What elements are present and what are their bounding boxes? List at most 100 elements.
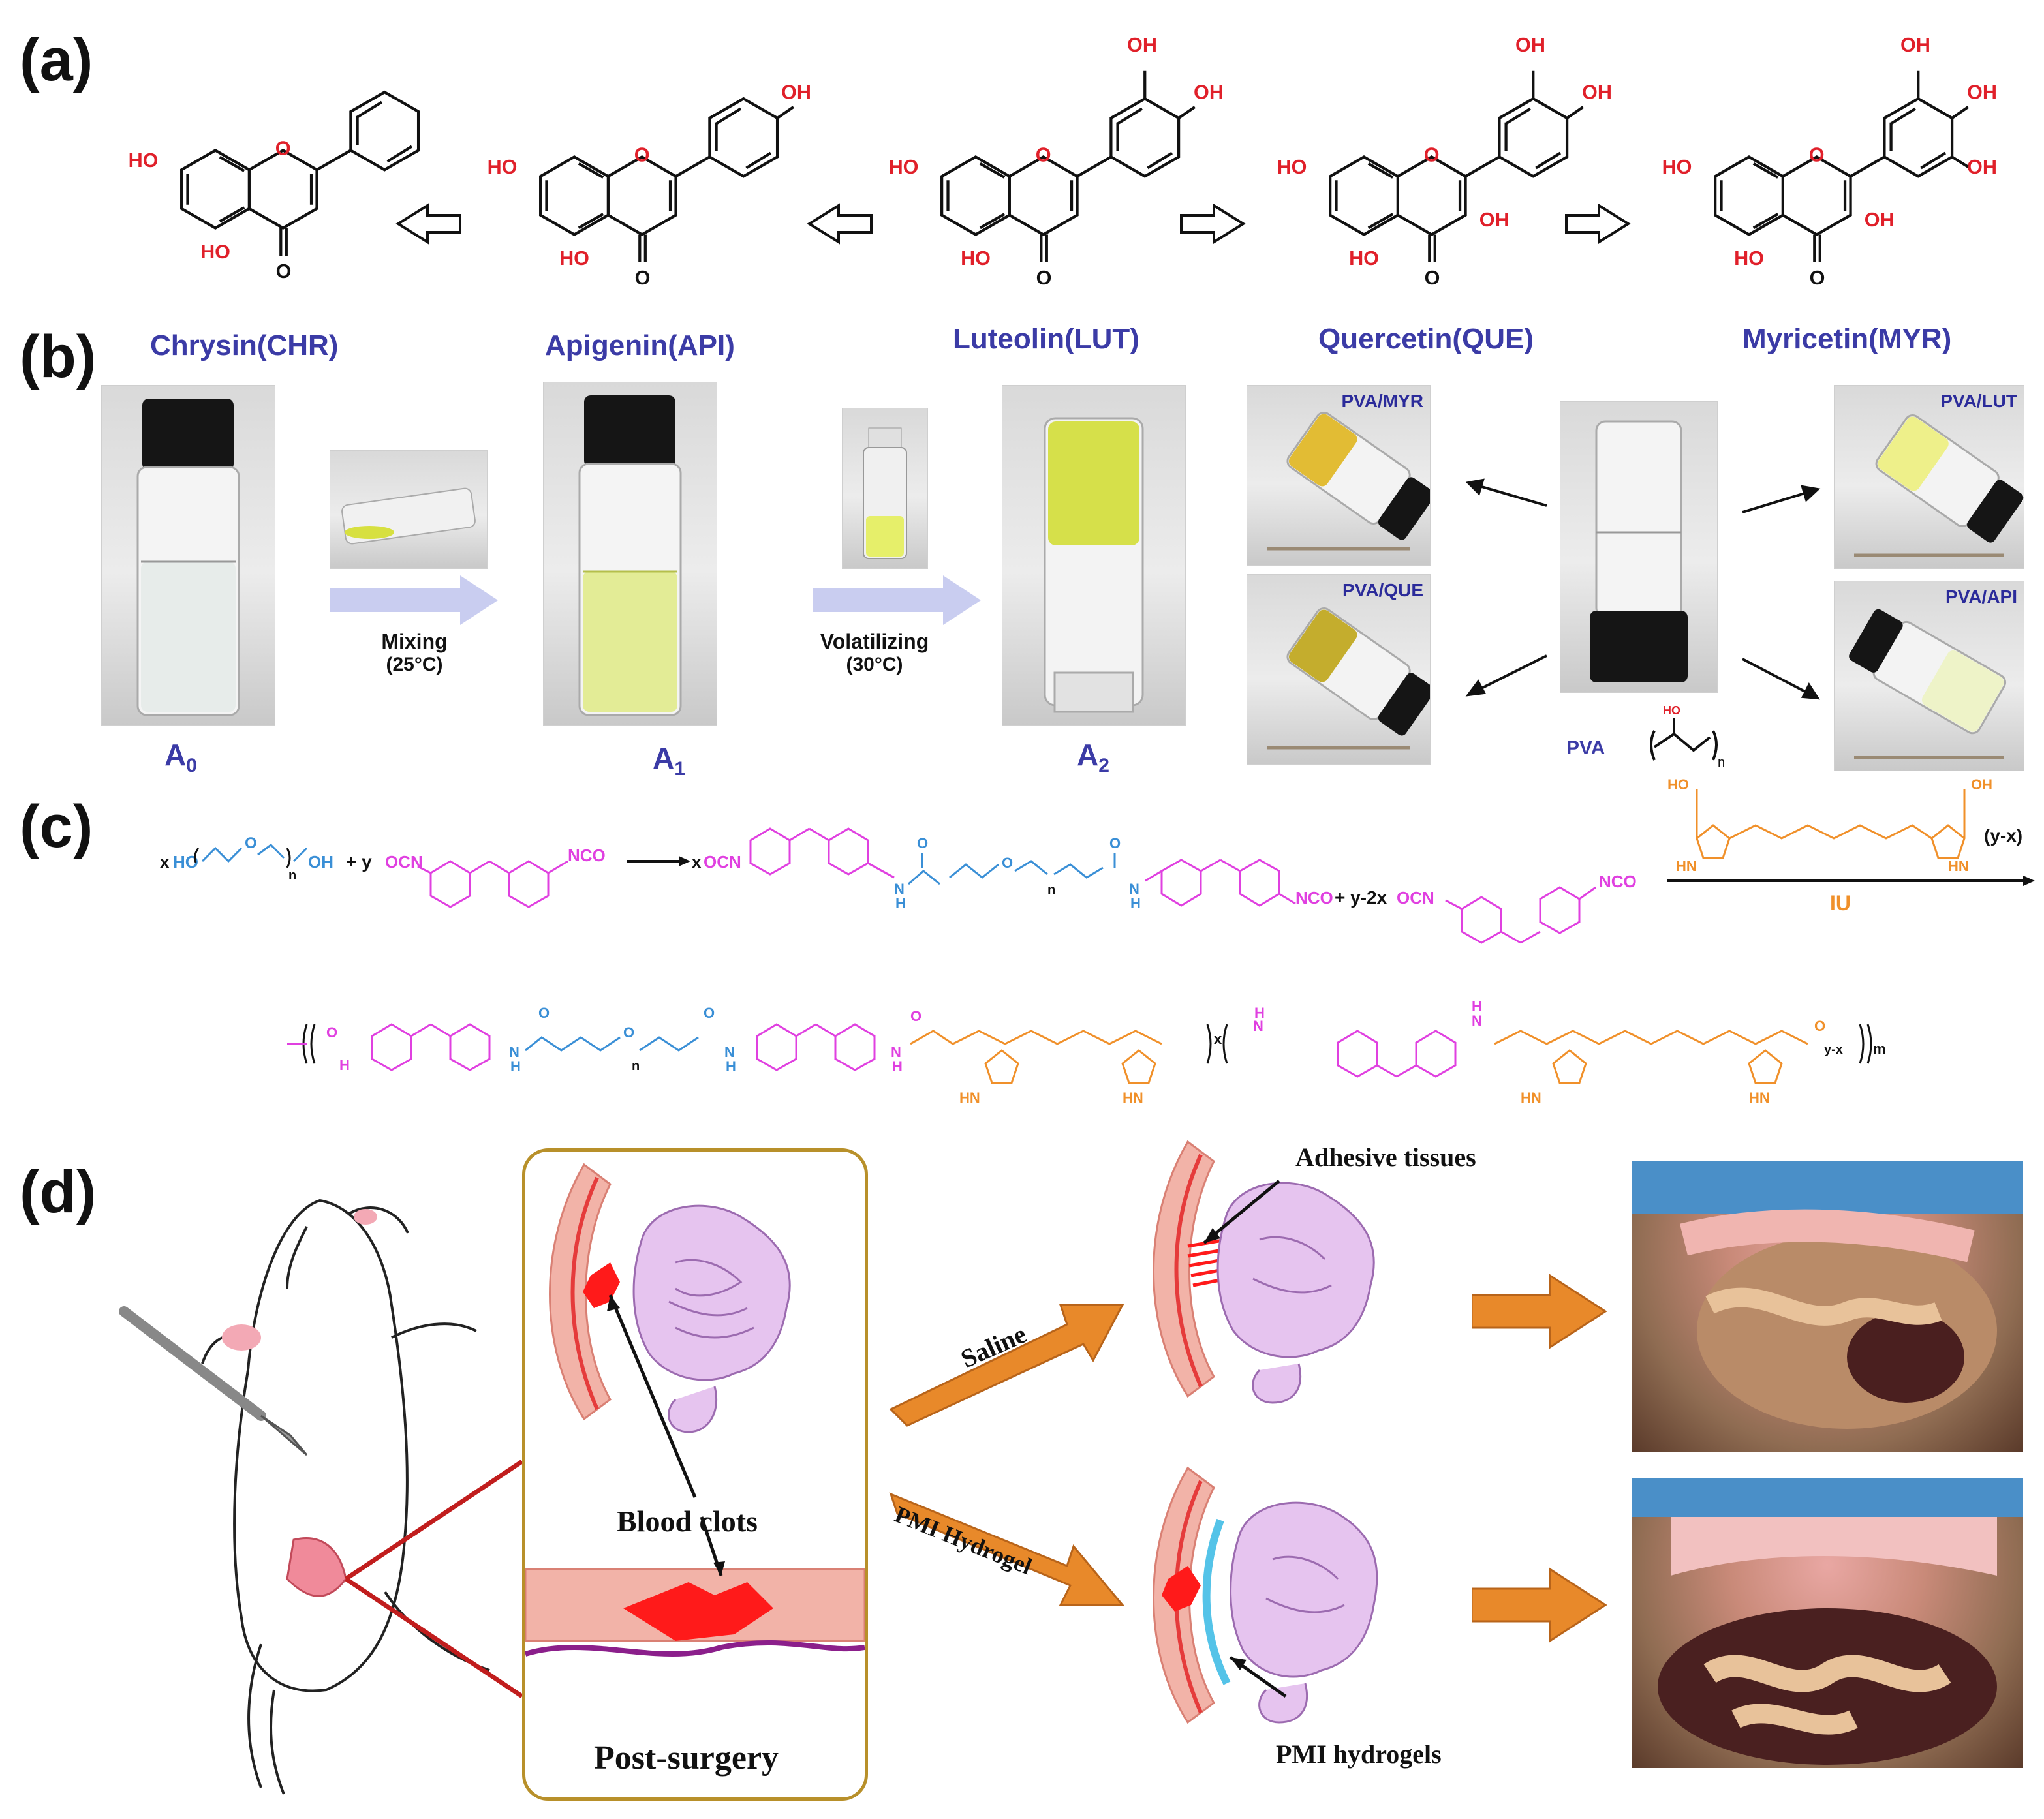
c-p-h-5: H [1254,1005,1265,1021]
c-p-h-2: H [510,1058,521,1075]
svg-text:O: O [1036,144,1051,166]
c-n-2: n [1047,883,1055,897]
structure-chrysin: O O HO HO [129,92,419,283]
photo-pva-myr: PVA/MYR [1247,385,1431,566]
svg-text:OH: OH [781,81,811,103]
svg-text:HO: HO [488,156,518,178]
c-p-hn-4: HN [1749,1090,1770,1106]
photo-pva-api: PVA/API [1834,581,2024,771]
svg-text:HO: HO [1349,247,1379,269]
c-p-o-1: O [326,1024,337,1041]
svg-text:OH: OH [1865,209,1895,231]
tilted-vial-que-drawing [1267,607,1430,750]
c-n-atom-1: N [894,881,905,897]
c-p-x: x [1214,1031,1222,1047]
panel-label-c: (c) [20,793,93,860]
svg-text:HO: HO [1277,156,1307,178]
label-a0: A0 [164,738,197,777]
structure-apigenin: O O HO HO OH [488,81,811,289]
label-blood-clots: Blood clots [617,1505,758,1538]
c-iu-ho-1: HO [1667,776,1689,793]
c-p-m: m [1873,1041,1886,1057]
svg-text:HO: HO [559,247,589,269]
svg-text:OH: OH [1900,34,1930,56]
svg-text:HO: HO [200,241,230,263]
c-p-n-1: N [509,1044,519,1060]
atom-o: O [275,137,291,159]
c-p-o-2: O [538,1005,550,1021]
c-p-h-4: H [892,1058,903,1075]
photo-pva-lut: PVA/LUT [1834,385,2024,569]
pva-structure: HO n [1650,704,1725,770]
svg-text:OH: OH [1194,81,1224,103]
photo-inset-mixing [330,450,488,569]
svg-text:O: O [276,260,292,283]
c-nco-2: NCO [1295,888,1333,908]
inset-volatilizing-drawing [863,427,907,559]
result-arrow-top [1472,1274,1607,1349]
c-p-n-2: n [632,1059,640,1073]
c-h-2: H [1130,895,1141,911]
svg-text:O: O [1424,144,1440,166]
inset-mixing-drawing [341,487,476,545]
svg-text:HO: HO [1662,156,1692,178]
svg-text:O: O [634,144,650,166]
c-p-o-4: O [704,1005,715,1021]
structure-myricetin: O O HO HO OH OH OH OH [1662,34,1997,289]
vial-a0-drawing [136,399,240,716]
structure-quercetin: O O HO HO OH OH OH [1277,34,1612,289]
c-p-n-3: N [724,1044,735,1060]
c-p-o-3: O [623,1024,634,1041]
label-mixing: Mixing (25°C) [381,630,448,675]
hydrogel-illustration [1153,1466,1378,1724]
c-plus-y: + y [346,851,372,872]
tilted-vial-myr-drawing [1267,411,1430,551]
c-h-1: H [895,895,906,911]
surgery-hydrogel-drawing [1632,1478,2023,1765]
vial-label-pva-myr: PVA/MYR [1341,391,1424,411]
photo-vial-a0 [101,385,275,726]
compound-name-chrysin: Chrysin(CHR) [150,329,339,361]
label-a2: A2 [1077,738,1109,777]
label-volatilizing: Volatilizing (30°C) [820,630,929,675]
c-ocn-2: OCN [704,852,741,872]
c-iu-hn-2: HN [1948,858,1969,874]
svg-text:O: O [1425,267,1440,289]
svg-text:O: O [1809,144,1825,166]
mouse-illustration [119,1199,523,1795]
svg-text:O: O [1810,267,1825,289]
vial-a2-drawing [1044,417,1144,713]
c-p-n-4: N [891,1044,901,1060]
surgery-saline-drawing [1632,1161,2023,1429]
saline-arrow [889,1304,1124,1427]
label-post-surgery: Post-surgery [594,1739,779,1777]
c-oh: OH [308,852,333,872]
svg-text:HO: HO [129,149,159,172]
photo-surgery-saline [1632,1161,2023,1452]
c-p-hn-2: HN [1123,1090,1143,1106]
photo-vial-a2 [1002,385,1186,726]
c-p-hn-1: HN [959,1090,980,1106]
tilted-vial-api-drawing [1849,609,2007,759]
arrow-volatilizing [813,575,981,625]
svg-text:OH: OH [1582,81,1612,103]
c-p-n-6: N [1472,1013,1482,1029]
c-plus-y2x: + y-2x [1335,887,1387,908]
compound-name-myricetin: Myricetin(MYR) [1742,323,1952,355]
c-x-1: x [160,852,170,872]
photo-inset-volatilizing [842,408,928,569]
svg-text:HO: HO [889,156,919,178]
label-pmi-hydrogels: PMI hydrogels [1276,1739,1442,1769]
c-p-o-5: O [910,1008,921,1024]
c-p-h-6: H [1472,998,1482,1015]
svg-text:OH: OH [1127,34,1157,56]
c-nco-3: NCO [1599,872,1637,891]
compound-name-luteolin: Luteolin(LUT) [953,323,1139,355]
c-o-3: O [1002,855,1013,871]
arrow-mixing [330,575,498,625]
pva-ho: HO [1663,704,1680,717]
vial-label-pva-que: PVA/QUE [1342,580,1423,600]
vial-label-pva-api: PVA/API [1945,587,2017,607]
c-nco-1: NCO [568,846,606,865]
panel-label-a: (a) [20,27,93,93]
